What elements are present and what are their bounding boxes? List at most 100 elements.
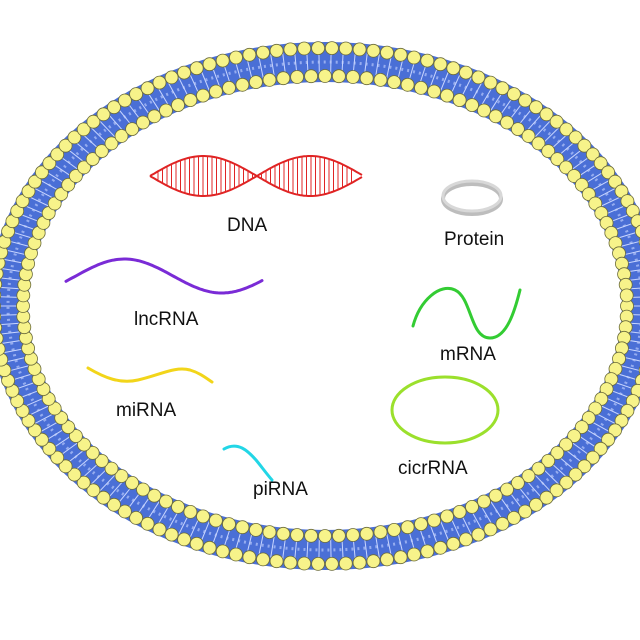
lipid-head bbox=[235, 520, 250, 535]
lipid-tail bbox=[601, 405, 622, 416]
lipid-head bbox=[107, 497, 121, 512]
lncrna-label: lncRNA bbox=[134, 309, 199, 330]
lipid-head bbox=[345, 528, 360, 542]
lipid-tail bbox=[74, 140, 92, 156]
lipid-head bbox=[58, 138, 73, 153]
membrane-band bbox=[0, 42, 640, 570]
lipid-head bbox=[433, 540, 448, 555]
lipid-head bbox=[465, 98, 479, 112]
lipid-head bbox=[352, 555, 367, 570]
lipid-head bbox=[311, 41, 326, 55]
lipid-head bbox=[407, 547, 421, 562]
lipid-tail bbox=[2, 258, 25, 264]
lipid-tail bbox=[23, 397, 45, 408]
lipid-tail bbox=[429, 66, 439, 88]
lipid-head bbox=[521, 469, 536, 483]
lipid-tail bbox=[623, 250, 640, 256]
lipid-tail bbox=[601, 196, 622, 207]
cell-membrane bbox=[0, 41, 640, 571]
lipid-head bbox=[222, 517, 236, 531]
lipid-tail bbox=[270, 535, 275, 558]
lipid-head bbox=[21, 184, 36, 199]
mrna-strand bbox=[411, 287, 522, 340]
lipid-tail bbox=[4, 356, 27, 363]
lipid-head bbox=[50, 147, 65, 162]
lipid-tail bbox=[7, 240, 30, 247]
lipid-head bbox=[235, 77, 250, 92]
lipid-head bbox=[47, 196, 62, 211]
lipid-head bbox=[495, 516, 510, 531]
lipid-tail bbox=[33, 413, 54, 425]
lipid-head bbox=[114, 129, 129, 143]
lipid-tail bbox=[341, 51, 344, 74]
lipid-head bbox=[107, 100, 121, 115]
lipid-head bbox=[177, 532, 192, 547]
lipid-tail bbox=[246, 532, 253, 554]
lipid-head bbox=[400, 77, 415, 92]
lipid-head bbox=[318, 69, 332, 83]
lipid-head bbox=[35, 432, 49, 447]
lipid-head bbox=[0, 279, 3, 290]
lipid-head bbox=[147, 488, 162, 503]
dna-helix bbox=[149, 155, 363, 197]
lipid-tail bbox=[0, 331, 21, 335]
lipid-head bbox=[290, 528, 305, 542]
lipid-head bbox=[539, 490, 554, 505]
lipid-tail bbox=[543, 468, 560, 485]
lipid-heads-inner bbox=[16, 69, 634, 543]
lipid-tail bbox=[550, 462, 568, 479]
lipid-head bbox=[276, 526, 291, 541]
lipid-head bbox=[69, 429, 83, 443]
lipid-head bbox=[338, 556, 353, 571]
lipid-head bbox=[521, 129, 536, 143]
cicrna-label: cicrRNA bbox=[398, 458, 468, 479]
lipid-tail bbox=[429, 524, 439, 546]
lipid-tail bbox=[45, 428, 66, 441]
lipid-tail bbox=[630, 296, 640, 298]
lipid-head bbox=[541, 453, 556, 468]
lipid-tail bbox=[200, 521, 210, 543]
lipid-tail bbox=[270, 54, 275, 77]
lipid-head bbox=[559, 475, 574, 490]
lipid-head bbox=[593, 156, 608, 171]
lipid-head bbox=[366, 554, 381, 569]
lipid-tail bbox=[23, 204, 45, 215]
lipid-head bbox=[208, 513, 223, 528]
lipid-head bbox=[242, 47, 257, 62]
lipid-head bbox=[420, 544, 435, 559]
lipid-head bbox=[202, 540, 217, 555]
dna-label: DNA bbox=[227, 215, 267, 236]
lipid-head bbox=[85, 445, 100, 460]
lipid-head bbox=[608, 174, 622, 189]
lipid-head bbox=[256, 45, 270, 60]
membrane-band-highlight bbox=[6, 60, 640, 552]
lipid-tail bbox=[0, 322, 20, 326]
lipid-tail bbox=[306, 51, 309, 74]
lipid-head bbox=[164, 70, 179, 85]
lncrna-strand bbox=[64, 257, 264, 295]
lipid-tail bbox=[605, 204, 627, 215]
lipid-head bbox=[488, 109, 503, 124]
lipid-head bbox=[58, 459, 73, 474]
lipid-head bbox=[559, 122, 574, 137]
lipid-head bbox=[171, 499, 185, 514]
lipid-tail bbox=[534, 120, 551, 138]
lipid-head bbox=[129, 87, 144, 101]
lipid-head bbox=[159, 103, 173, 118]
lipid-tail bbox=[246, 58, 253, 80]
lipid-tail bbox=[480, 506, 493, 526]
lipid-head bbox=[507, 87, 521, 101]
lipid-head bbox=[550, 445, 565, 460]
lipid-tail bbox=[386, 56, 392, 78]
lipid-head bbox=[427, 513, 442, 528]
lipid-head bbox=[0, 342, 6, 356]
lipid-tail bbox=[258, 534, 264, 556]
lipid-head bbox=[567, 169, 581, 183]
lipid-head bbox=[208, 84, 223, 99]
lipid-head bbox=[601, 165, 615, 180]
lipid-head bbox=[183, 93, 198, 107]
lipid-head bbox=[42, 156, 57, 171]
lipid-tail bbox=[4, 249, 27, 256]
lipid-tail bbox=[282, 53, 286, 75]
lipid-head bbox=[488, 488, 503, 503]
